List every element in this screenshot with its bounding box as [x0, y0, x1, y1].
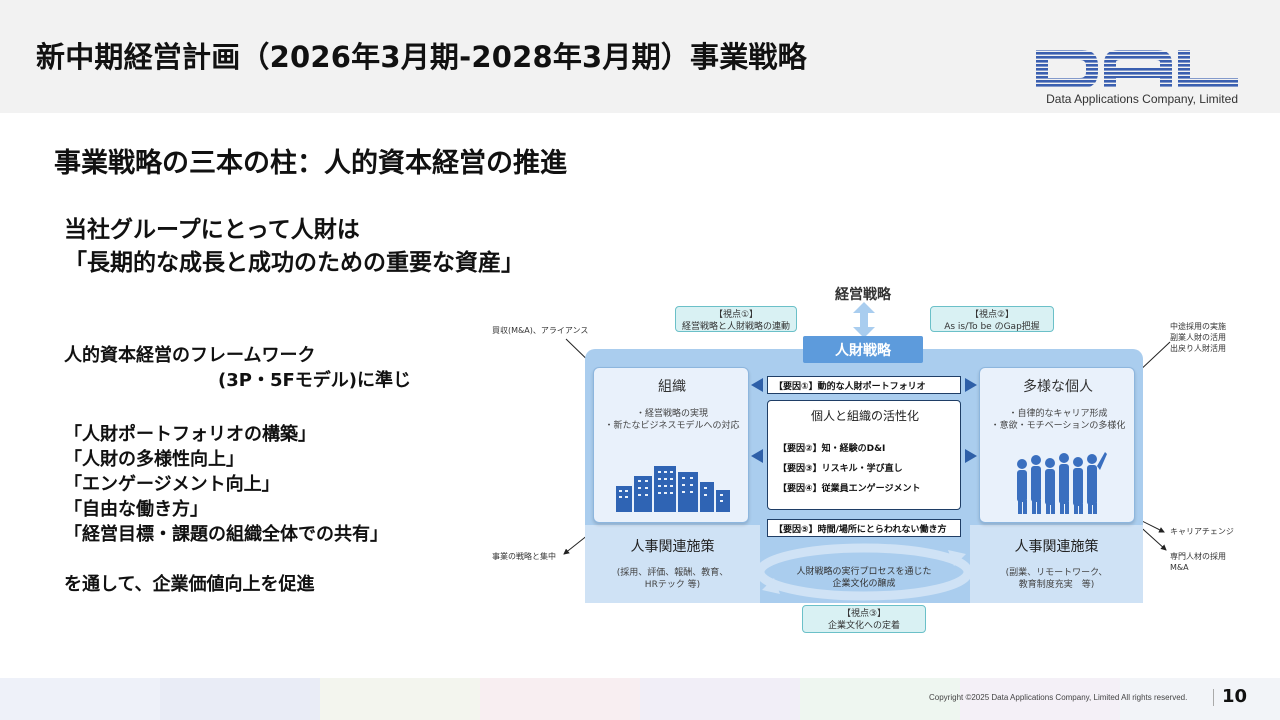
note-specialist: 専門人材の採用 M&A: [1170, 551, 1226, 573]
viewpoint-1-title: 【視点①】: [713, 310, 759, 320]
hr-strategy-label: 人財戦略: [803, 336, 923, 363]
factor-3-label: 【要因③】リスキル・学び直し: [778, 464, 903, 474]
hr-measures-right-line: 教育制度充実 等): [1018, 580, 1095, 590]
slide-title: 新中期経営計画（2026年3月期-2028年3月期）事業戦略: [36, 40, 807, 74]
viewpoint-3-title: 【視点③】: [841, 609, 887, 619]
hr-measures-right-title: 人事関連施策: [1014, 539, 1099, 555]
page-number: 10: [1222, 686, 1248, 707]
note-strategy-focus: 事業の戦略と集中: [492, 552, 556, 561]
hr-measures-left-line: (採用、評価、報酬、教育、: [616, 568, 729, 578]
process-line: 人財戦略の実行プロセスを通じた: [796, 567, 932, 577]
footer-divider: [1213, 689, 1214, 706]
individuals-bullet: ・意欲・モチベーションの多様化: [990, 421, 1126, 431]
note-line: 出戻り人財活用: [1170, 344, 1226, 353]
list-item: 「人財の多様性向上」: [64, 449, 244, 470]
section-title: 事業戦略の三本の柱：人的資本経営の推進: [54, 148, 567, 179]
viewpoint-3-text: 企業文化への定着: [827, 621, 900, 631]
copyright-text: Copyright ©2025 Data Applications Compan…: [929, 693, 1188, 702]
viewpoint-3-tag: 【視点③】 企業文化への定着: [802, 605, 926, 633]
viewpoint-2-title: 【視点②】: [969, 310, 1015, 320]
individuals-bullet: ・自律的なキャリア形成: [1008, 409, 1108, 419]
human-capital-diagram: 経営戦略 【視点①】 経営戦略と人財戦略の連動 【視点②】 As is/To b…: [480, 282, 1280, 644]
company-logo: Data Applications Company, Limited: [1034, 48, 1244, 112]
organization-bullet: ・経営戦略の実現: [635, 409, 708, 419]
list-item: 「人財ポートフォリオの構築」: [64, 424, 316, 445]
list-item: 「自由な働き方」: [64, 499, 208, 520]
note-line: M&A: [1170, 563, 1189, 572]
organization-bullet: ・新たなビジネスモデルへの対応: [604, 421, 740, 431]
viewpoint-1-tag: 【視点①】 経営戦略と人財戦略の連動: [675, 306, 797, 332]
note-ma-alliance: 買収(M&A)、アライアンス: [492, 326, 589, 335]
factor-4-label: 【要因④】従業員エンゲージメント: [778, 484, 921, 494]
note-line: 中途採用の実施: [1170, 322, 1226, 331]
hr-measures-left-text: (採用、評価、報酬、教育、 HRテック 等): [585, 567, 760, 591]
cycle-arrow-icon: [755, 543, 973, 601]
activation-title: 個人と組織の活性化: [810, 409, 919, 423]
organization-card: 組織 ・経営戦略の実現 ・新たなビジネスモデルへの対応: [593, 367, 749, 523]
list-item: 「エンゲージメント向上」: [64, 474, 280, 495]
process-line: 企業文化の醸成: [832, 579, 896, 589]
hr-measures-left-line: HRテック 等): [644, 580, 701, 590]
footer-gradient-bar: [0, 678, 1280, 720]
list-item: 「経営目標・課題の組織全体での共有」: [64, 524, 388, 545]
note-line: 専門人材の採用: [1170, 552, 1226, 561]
viewpoint-2-text: As is/To be のGap把握: [944, 322, 1040, 332]
initiative-list: 「人財ポートフォリオの構築」 「人財の多様性向上」 「エンゲージメント向上」 「…: [64, 422, 388, 547]
hr-measures-left-title: 人事関連施策: [630, 539, 715, 555]
arrow-left-icon: [751, 449, 763, 463]
logo-subtitle: Data Applications Company, Limited: [1046, 92, 1238, 106]
double-arrow-icon: [853, 302, 875, 338]
organization-title: 組織: [658, 379, 686, 395]
buildings-icon: [616, 466, 730, 512]
hr-measures-right-line: (副業、リモートワーク、: [1005, 568, 1108, 578]
organization-bullets: ・経営戦略の実現 ・新たなビジネスモデルへの対応: [594, 408, 750, 432]
framework-line-1: 人的資本経営のフレームワーク: [64, 345, 316, 366]
diverse-individuals-card: 多様な個人 ・自律的なキャリア形成 ・意欲・モチベーションの多様化: [979, 367, 1135, 523]
process-text: 人財戦略の実行プロセスを通じた 企業文化の醸成: [767, 566, 961, 590]
note-career-change: キャリアチェンジ: [1170, 527, 1234, 536]
arrow-left-icon: [751, 378, 763, 392]
lead-line-1: 当社グループにとって人財は: [64, 217, 360, 243]
framework-line-2: (3P・5Fモデル)に準じ: [218, 370, 411, 391]
hr-measures-right-text: (副業、リモートワーク、 教育制度充実 等): [970, 567, 1143, 591]
hr-measures-right-panel: [970, 525, 1143, 603]
people-group-icon: [1017, 452, 1107, 514]
arrow-right-icon: [965, 378, 977, 392]
activation-box: 個人と組織の活性化 【要因②】知・経験のD&I 【要因③】リスキル・学び直し 【…: [767, 400, 961, 510]
hr-measures-left-panel: [585, 525, 760, 603]
closing-statement: を通して、企業価値向上を促進: [64, 574, 315, 595]
lead-line-2: 「長期的な成長と成功のための重要な資産」: [64, 250, 524, 276]
note-recruitment: 中途採用の実施 副業人財の活用 出戻り人財活用: [1170, 321, 1226, 354]
individuals-bullets: ・自律的なキャリア形成 ・意欲・モチベーションの多様化: [980, 408, 1136, 432]
slide-header: 新中期経営計画（2026年3月期-2028年3月期）事業戦略 Data Appl…: [0, 0, 1280, 113]
business-strategy-label: 経営戦略: [835, 287, 891, 303]
individuals-title: 多様な個人: [1023, 379, 1093, 395]
factor-2-label: 【要因②】知・経験のD&I: [778, 444, 886, 454]
arrow-right-icon: [965, 449, 977, 463]
dal-logo-icon: [1036, 50, 1238, 88]
viewpoint-1-text: 経営戦略と人財戦略の連動: [681, 322, 790, 332]
lead-statement: 当社グループにとって人財は 「長期的な成長と成功のための重要な資産」: [64, 214, 524, 280]
factor-1-bar: 【要因①】動的な人財ポートフォリオ: [767, 376, 961, 394]
note-line: 副業人財の活用: [1170, 333, 1226, 342]
factor-5-bar: 【要因⑤】時間/場所にとらわれない働き方: [767, 519, 961, 537]
viewpoint-2-tag: 【視点②】 As is/To be のGap把握: [930, 306, 1054, 332]
